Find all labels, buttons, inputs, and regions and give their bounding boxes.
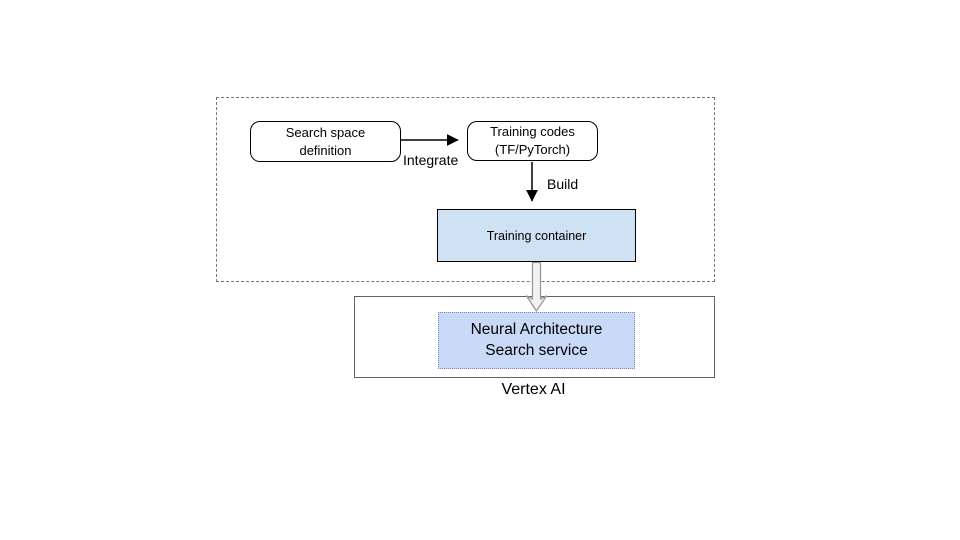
dashed-dev-container bbox=[216, 97, 715, 282]
build-edge-label: Build bbox=[547, 176, 579, 192]
integrate-edge-label: Integrate bbox=[403, 152, 459, 168]
search-space-definition-box: Search space definition bbox=[250, 121, 401, 162]
training-codes-box: Training codes (TF/PyTorch) bbox=[467, 121, 598, 161]
vertex-ai-container-label: Vertex AI bbox=[501, 381, 566, 398]
neural-architecture-search-service-box: Neural Architecture Search service bbox=[438, 312, 635, 369]
training-container-box: Training container bbox=[437, 209, 636, 262]
